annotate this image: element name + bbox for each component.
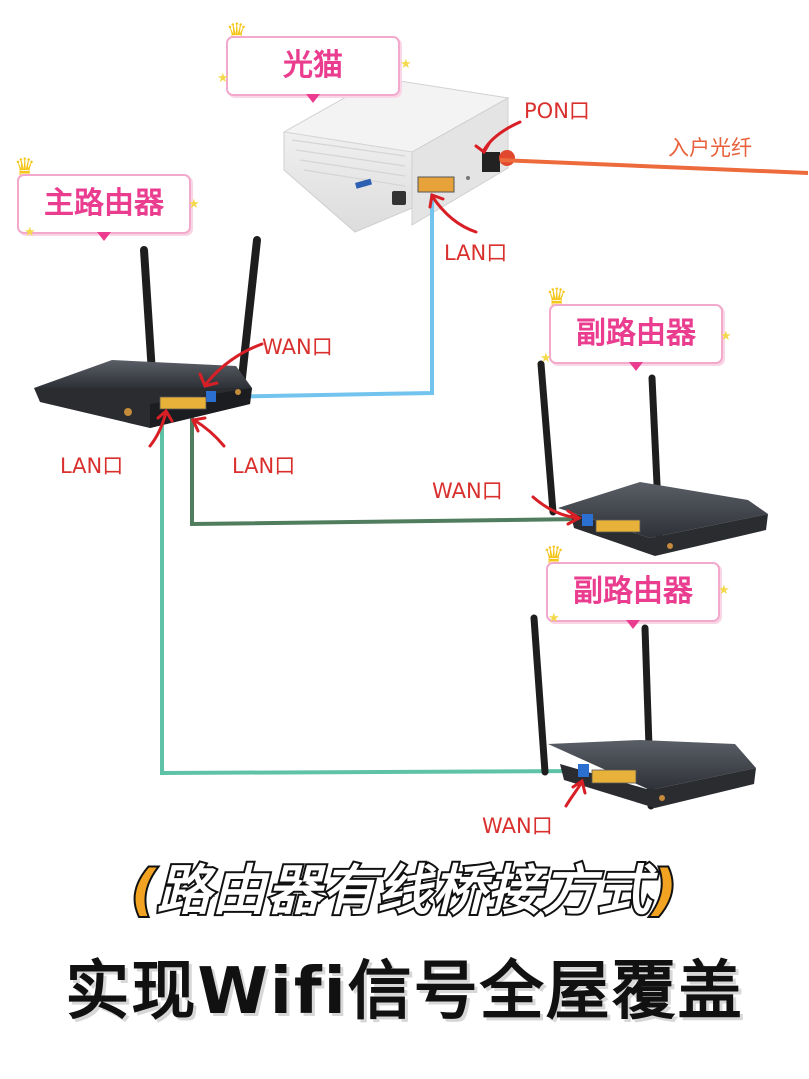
label-modem-lan-port: LAN口 — [444, 241, 508, 265]
star-icon: ★ — [548, 611, 560, 626]
badge-sub-router-2-label: 副路由器 — [573, 574, 693, 609]
badge-modem: 光猫 — [226, 36, 400, 103]
badge-sub-router-1: 副路由器 — [549, 304, 723, 371]
label-sub1-wan-port: WAN口 — [432, 479, 503, 503]
badge-sub-router-1-label: 副路由器 — [576, 316, 696, 351]
arrow-main-lan-right — [190, 416, 226, 448]
title-line-1-text: 路由器有线桥接方式 — [155, 857, 653, 924]
title-open-paren: ( — [129, 857, 158, 924]
label-sub2-wan-port: WAN口 — [482, 814, 553, 838]
arrow-sub1-wan — [531, 495, 582, 526]
cable-modem-to-main-router — [209, 194, 434, 399]
label-main-wan-port: WAN口 — [262, 335, 333, 359]
star-icon: ★ — [188, 197, 200, 212]
arrow-main-lan-left — [148, 408, 174, 448]
title-line-2: 实现Wifi信号全屋覆盖 — [65, 955, 744, 1029]
title-line-1: (路由器有线桥接方式) — [0, 846, 809, 925]
network-diagram — [34, 77, 809, 810]
crown-icon: ♛ — [543, 541, 565, 569]
label-pon-port: PON口 — [524, 99, 590, 123]
crown-icon: ♛ — [14, 153, 36, 181]
badge-main-router: 主路由器 — [17, 174, 191, 241]
optical-modem — [282, 77, 515, 233]
label-incoming-fiber: 入户光纤 — [668, 136, 752, 160]
badge-pointer — [306, 94, 320, 103]
badge-pointer — [97, 232, 111, 241]
badge-pointer — [626, 620, 640, 629]
star-icon: ★ — [718, 583, 730, 598]
badge-sub-router-2: 副路由器 — [546, 562, 720, 629]
fiber-cable — [499, 158, 809, 175]
star-icon: ★ — [720, 329, 732, 344]
star-icon: ★ — [217, 71, 229, 86]
main-router — [34, 236, 261, 428]
star-icon: ★ — [400, 57, 412, 72]
label-main-lan-port-right: LAN口 — [232, 454, 296, 478]
arrow-pon — [474, 120, 522, 155]
arrow-modem-lan — [428, 192, 478, 234]
sub-router-2 — [530, 614, 756, 810]
star-icon: ★ — [24, 225, 36, 240]
star-icon: ★ — [540, 351, 552, 366]
cable-main-to-sub-router-1 — [190, 409, 584, 527]
label-main-lan-port-left: LAN口 — [60, 454, 124, 478]
badge-pointer — [629, 362, 643, 371]
sub-router-1 — [537, 360, 768, 556]
pointer-arrows — [148, 120, 587, 808]
arrow-sub2-wan — [564, 778, 587, 808]
crown-icon: ♛ — [546, 283, 568, 311]
arrow-main-wan — [198, 342, 264, 388]
badge-modem-label: 光猫 — [283, 48, 343, 83]
cable-main-to-sub-router-2 — [160, 410, 584, 776]
badge-main-router-label: 主路由器 — [44, 186, 164, 221]
title-close-paren: ) — [650, 857, 679, 924]
